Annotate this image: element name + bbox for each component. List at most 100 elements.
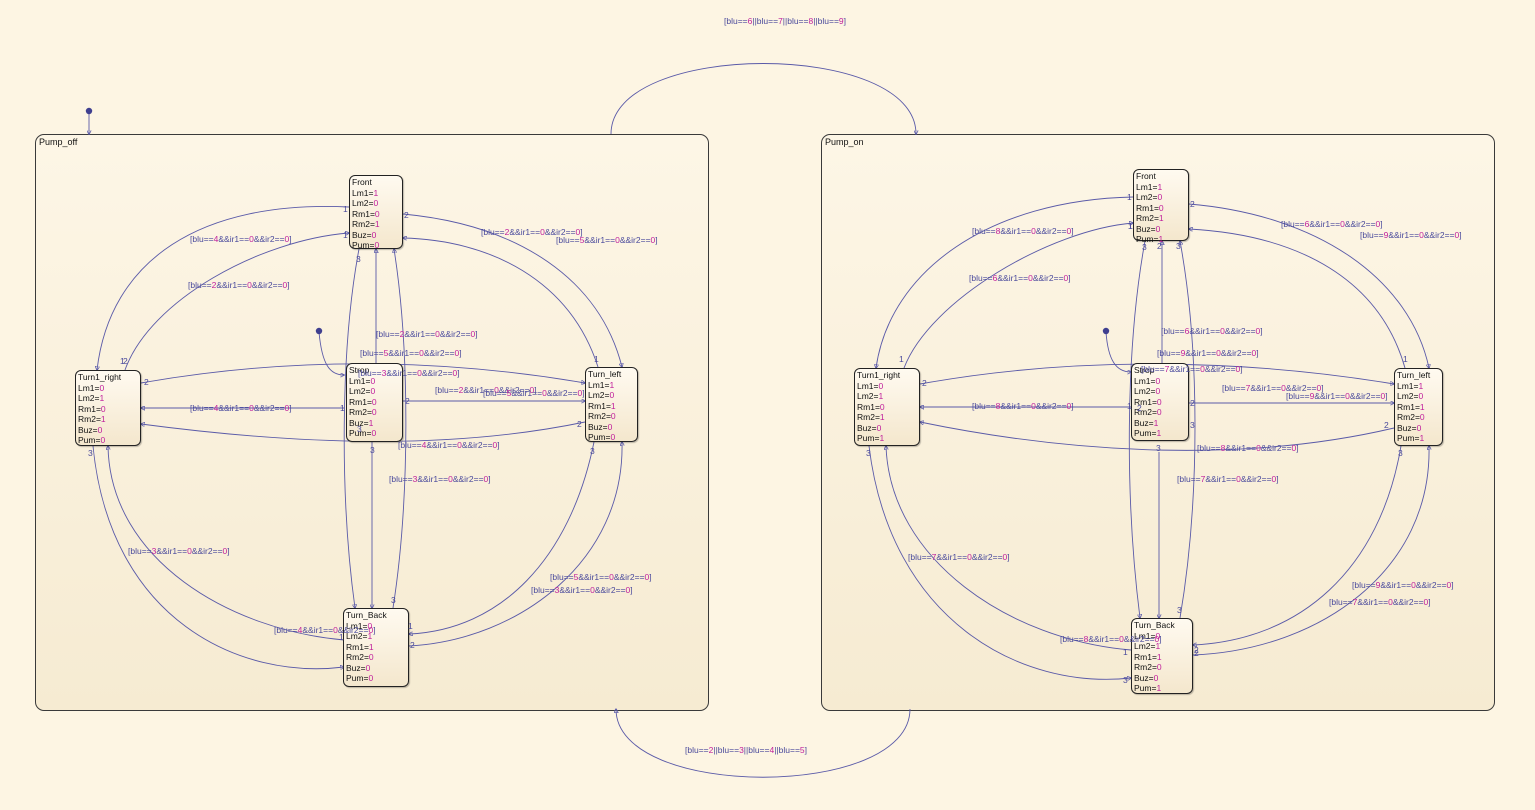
state-action-row: Buz=0 <box>78 425 138 436</box>
action-variable: Lm1= <box>1134 630 1156 641</box>
state-action-row: Lm1=1 <box>352 188 400 199</box>
transition-condition[interactable]: [blu==2&&ir1==0&&ir2==0] <box>481 227 583 237</box>
transition-condition[interactable]: [blu==3&&ir1==0&&ir2==0] <box>358 368 460 378</box>
transition[interactable] <box>1180 241 1196 619</box>
transition-off-to-on[interactable] <box>610 63 916 135</box>
state-action-row: Rm1=1 <box>346 642 406 653</box>
transition[interactable] <box>409 441 595 634</box>
action-variable: Lm2= <box>588 390 610 400</box>
transition-condition[interactable]: [blu==6&&ir1==0&&ir2==0] <box>1161 326 1263 336</box>
transition-priority: 2 <box>1194 648 1199 658</box>
state-action-row: Lm1=0 <box>857 381 917 392</box>
default-junction[interactable] <box>315 327 323 335</box>
transition[interactable] <box>108 446 345 641</box>
transition-priority: 1 <box>408 621 413 631</box>
transition[interactable] <box>343 248 360 608</box>
transition-condition[interactable]: [blu==8&&ir1==0&&ir2==0] <box>972 226 1074 236</box>
transition[interactable] <box>876 196 1134 368</box>
transition-condition[interactable]: [blu==9&&ir1==0&&ir2==0] <box>1352 580 1454 590</box>
transition-condition[interactable]: [blu==4&&ir1==0&&ir2==0] <box>190 234 292 244</box>
default-junction[interactable] <box>1102 327 1110 335</box>
action-variable: Lm2= <box>349 386 371 396</box>
state-action-row: Lm2=0 <box>349 386 400 397</box>
action-value: 1 <box>1156 428 1162 438</box>
transition[interactable] <box>886 446 1132 651</box>
transition-on-to-off[interactable] <box>616 709 911 778</box>
transition-condition[interactable]: [blu==5&&ir1==0&&ir2==0] <box>556 235 658 245</box>
transition-condition[interactable]: [blu==9&&ir1==0&&ir2==0] <box>1286 391 1388 401</box>
transition[interactable] <box>1188 203 1429 368</box>
transition-priority: 3 <box>391 595 396 605</box>
transition[interactable] <box>97 206 350 370</box>
action-variable: Buz= <box>1397 422 1417 433</box>
transition-condition[interactable]: [blu==3&&ir1==0&&ir2==0] <box>389 474 491 484</box>
transition-condition[interactable]: [blu==7&&ir1==0&&ir2==0] <box>908 552 1010 562</box>
transition-condition[interactable]: [blu==7&&ir1==0&&ir2==0] <box>1222 383 1324 393</box>
transition-condition[interactable]: [blu==7&&ir1==0&&ir2==0] <box>1141 364 1243 374</box>
action-value: 0 <box>1419 412 1425 422</box>
transition-condition[interactable]: [blu==3&&ir1==0&&ir2==0] <box>128 546 230 556</box>
transition-condition[interactable]: [blu==7&&ir1==0&&ir2==0] <box>1177 474 1279 484</box>
default-junction[interactable] <box>85 107 93 115</box>
action-variable: Lm2= <box>1136 192 1158 202</box>
transition[interactable] <box>1193 445 1402 645</box>
transition-condition[interactable]: [blu==9&&ir1==0&&ir2==0] <box>1360 230 1462 240</box>
transition-condition[interactable]: [blu==2||blu==3||blu==4||blu==5] <box>685 745 808 755</box>
action-variable: Pum= <box>78 435 101 445</box>
state-action-row: Pum=0 <box>78 435 138 446</box>
action-variable: Buz= <box>349 417 369 428</box>
transition[interactable] <box>868 445 1131 679</box>
transition-condition[interactable]: [blu==8&&ir1==0&&ir2==0] <box>1060 634 1162 644</box>
transition-condition[interactable]: [blu==4&&ir1==0&&ir2==0] <box>190 403 292 413</box>
transition[interactable] <box>393 249 407 609</box>
transition-condition[interactable]: [blu==8&&ir1==0&&ir2==0] <box>1197 443 1299 453</box>
transition-condition[interactable]: [blu==7&&ir1==0&&ir2==0] <box>1329 597 1431 607</box>
transition[interactable] <box>1189 229 1406 369</box>
action-variable: Lm2= <box>1397 391 1419 401</box>
state-action-row: Lm2=0 <box>1136 192 1186 203</box>
default-transition-inner[interactable] <box>318 331 344 375</box>
transition-condition[interactable]: [blu==2&&ir1==0&&ir2==0] <box>435 385 537 395</box>
transition[interactable] <box>920 422 1395 451</box>
transition-priority: 1 <box>120 356 125 366</box>
transition[interactable] <box>402 213 622 367</box>
transition[interactable] <box>408 442 622 647</box>
transition[interactable] <box>92 445 344 669</box>
transition-condition[interactable]: [blu==6&&ir1==0&&ir2==0] <box>969 273 1071 283</box>
transition-condition[interactable]: [blu==5&&ir1==0&&ir2==0] <box>483 388 585 398</box>
action-value: 0 <box>374 240 380 250</box>
transition[interactable] <box>1128 240 1146 618</box>
action-value: 1 <box>1418 380 1424 391</box>
transition[interactable] <box>1192 446 1429 656</box>
transition-condition[interactable]: [blu==2&&ir1==0&&ir2==0] <box>188 280 290 290</box>
transition[interactable] <box>124 233 349 371</box>
transition-condition[interactable]: [blu==4&&ir1==0&&ir2==0] <box>398 440 500 450</box>
transition[interactable] <box>403 238 599 368</box>
state-action-row: Pum=0 <box>346 673 406 684</box>
transition-condition[interactable]: [blu==6&&ir1==0&&ir2==0] <box>1281 219 1383 229</box>
transition[interactable] <box>903 223 1133 369</box>
transition-condition[interactable]: [blu==4&&ir1==0&&ir2==0] <box>274 625 376 635</box>
action-variable: Lm1= <box>349 375 371 386</box>
transition-condition[interactable]: [blu==5&&ir1==0&&ir2==0] <box>550 572 652 582</box>
action-variable: Lm1= <box>346 620 368 631</box>
transition-condition[interactable]: [blu==5&&ir1==0&&ir2==0] <box>360 348 462 358</box>
default-transition-inner[interactable] <box>1105 331 1131 372</box>
transition-condition[interactable]: [blu==2&&ir1==0&&ir2==0] <box>376 329 478 339</box>
transition-condition[interactable]: [blu==9&&ir1==0&&ir2==0] <box>1157 348 1259 358</box>
action-value: 0 <box>610 411 616 421</box>
transition-condition[interactable]: [blu==6||blu==7||blu==8||blu==9] <box>724 16 847 26</box>
transition-condition[interactable]: [blu==8&&ir1==0&&ir2==0] <box>972 401 1074 411</box>
transition-condition[interactable]: [blu==3&&ir1==0&&ir2==0] <box>531 585 633 595</box>
